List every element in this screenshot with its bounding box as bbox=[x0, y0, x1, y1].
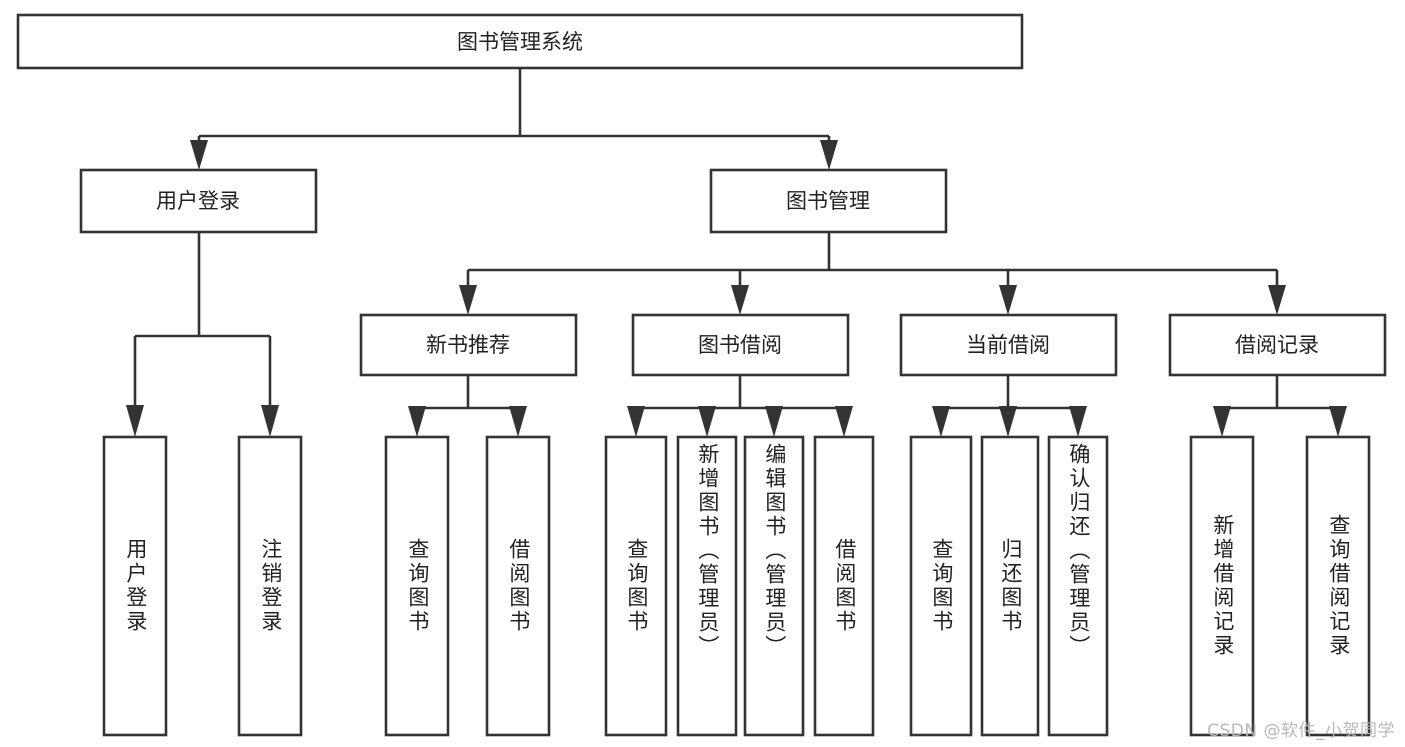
node-current-borrow-label: 当前借阅 bbox=[966, 333, 1050, 357]
leaf-box-query-book-1[interactable] bbox=[384, 435, 450, 737]
node-current-borrow[interactable]: 当前借阅 bbox=[899, 313, 1118, 377]
arrow-bb-leaf-3 bbox=[765, 406, 783, 437]
arrow-br-leaf-2 bbox=[1329, 406, 1347, 437]
connector-group-user-login bbox=[126, 232, 279, 437]
leaf-boxes-user-login bbox=[102, 435, 303, 737]
connector-group-book-management bbox=[459, 232, 1286, 315]
leaf-box-borrow-book-1[interactable] bbox=[485, 435, 551, 737]
leaf-box-borrow-book-2[interactable] bbox=[813, 435, 875, 737]
watermark-text: CSDN @软件_小贺同学 bbox=[1207, 721, 1395, 741]
node-user-login-label: 用户登录 bbox=[156, 189, 240, 213]
arrow-bb-leaf-4 bbox=[835, 406, 853, 437]
node-borrow-record-box[interactable] bbox=[1168, 313, 1387, 377]
arrow-nbr-leaf-1 bbox=[408, 406, 426, 437]
arrow-user-login-leaf-1 bbox=[126, 405, 144, 437]
node-user-login[interactable]: 用户登录 bbox=[79, 168, 318, 234]
arrow-bm-to-book-borrow bbox=[731, 285, 749, 315]
node-borrow-record[interactable]: 借阅记录 bbox=[1168, 313, 1387, 377]
connector-group-current-borrow bbox=[932, 375, 1087, 437]
arrow-cb-leaf-1 bbox=[932, 406, 950, 437]
leaf-box-return-book[interactable] bbox=[980, 435, 1040, 737]
node-book-management-box[interactable] bbox=[709, 168, 948, 234]
leaf-box-edit-book[interactable] bbox=[743, 435, 805, 737]
node-new-book-recommend-label: 新书推荐 bbox=[426, 333, 510, 357]
leaf-box-user-logout[interactable] bbox=[237, 435, 303, 737]
leaf-box-query-record[interactable] bbox=[1305, 435, 1371, 737]
node-borrow-record-label: 借阅记录 bbox=[1235, 333, 1319, 357]
connector-group-new-book-recommend bbox=[408, 375, 527, 437]
node-book-management-label: 图书管理 bbox=[786, 189, 870, 213]
leaf-box-query-book-2[interactable] bbox=[604, 435, 668, 737]
node-user-login-box[interactable] bbox=[79, 168, 318, 234]
node-root-box[interactable] bbox=[16, 13, 1024, 70]
arrow-root-to-book-management bbox=[820, 140, 838, 170]
arrow-bb-leaf-1 bbox=[627, 406, 645, 437]
leaf-box-confirm-return[interactable] bbox=[1047, 435, 1109, 737]
arrow-bm-to-new-book-recommend bbox=[459, 285, 477, 315]
leaf-box-add-book[interactable] bbox=[676, 435, 738, 737]
node-book-borrow-box[interactable] bbox=[631, 313, 850, 377]
leaf-box-add-record[interactable] bbox=[1189, 435, 1255, 737]
arrow-bb-leaf-2 bbox=[698, 406, 716, 437]
leaf-box-user-login[interactable] bbox=[102, 435, 168, 737]
node-new-book-recommend-box[interactable] bbox=[359, 313, 578, 377]
arrow-nbr-leaf-2 bbox=[509, 406, 527, 437]
node-root[interactable]: 图书管理系统 bbox=[16, 13, 1024, 70]
connector-group-book-borrow bbox=[627, 375, 853, 437]
node-root-label: 图书管理系统 bbox=[457, 30, 583, 54]
leaf-boxes-borrow-record bbox=[1189, 435, 1371, 737]
node-current-borrow-box[interactable] bbox=[899, 313, 1118, 377]
arrow-user-login-leaf-2 bbox=[261, 405, 279, 437]
arrow-bm-to-borrow-record bbox=[1268, 285, 1286, 315]
connector-group-borrow-record bbox=[1213, 375, 1347, 437]
arrow-cb-leaf-2 bbox=[999, 406, 1017, 437]
node-new-book-recommend[interactable]: 新书推荐 bbox=[359, 313, 578, 377]
leaf-boxes-current-borrow bbox=[909, 435, 1109, 737]
arrow-bm-to-current-borrow bbox=[999, 285, 1017, 315]
leaf-box-query-book-3[interactable] bbox=[909, 435, 973, 737]
node-book-borrow[interactable]: 图书借阅 bbox=[631, 313, 850, 377]
arrow-br-leaf-1 bbox=[1213, 406, 1231, 437]
arrow-root-to-user-login bbox=[190, 140, 208, 170]
arrow-cb-leaf-3 bbox=[1069, 406, 1087, 437]
leaf-boxes-book-borrow bbox=[604, 435, 875, 737]
node-book-management[interactable]: 图书管理 bbox=[709, 168, 948, 234]
connector-group-root bbox=[190, 68, 838, 170]
node-book-borrow-label: 图书借阅 bbox=[698, 333, 782, 357]
leaf-boxes-new-book-recommend bbox=[384, 435, 551, 737]
